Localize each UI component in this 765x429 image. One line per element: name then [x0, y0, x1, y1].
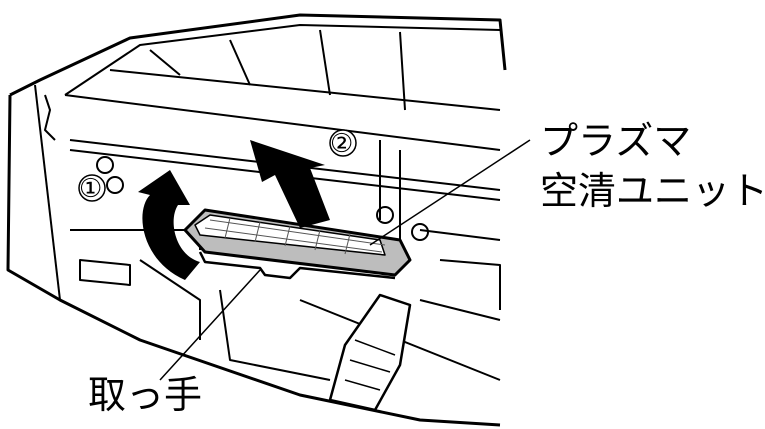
- arrow-up-icon: [250, 140, 330, 228]
- step-1-circle: [78, 174, 106, 202]
- step-2-label: ②: [330, 129, 354, 159]
- plasma-unit-label-line1: プラズマ: [540, 119, 692, 163]
- leader-handle: [159, 269, 261, 381]
- open-flap: [328, 293, 412, 412]
- arrow-rotate-icon: [138, 170, 200, 280]
- step-1-label: ①: [79, 174, 103, 204]
- plasma-unit-label-line2: 空清ユニット: [540, 169, 765, 213]
- handle: [198, 251, 396, 280]
- step-2-circle: [329, 129, 357, 157]
- unit-outer-body: [6, 13, 507, 427]
- leader-plasma: [369, 139, 531, 246]
- handle-label: 取っ手: [88, 373, 203, 417]
